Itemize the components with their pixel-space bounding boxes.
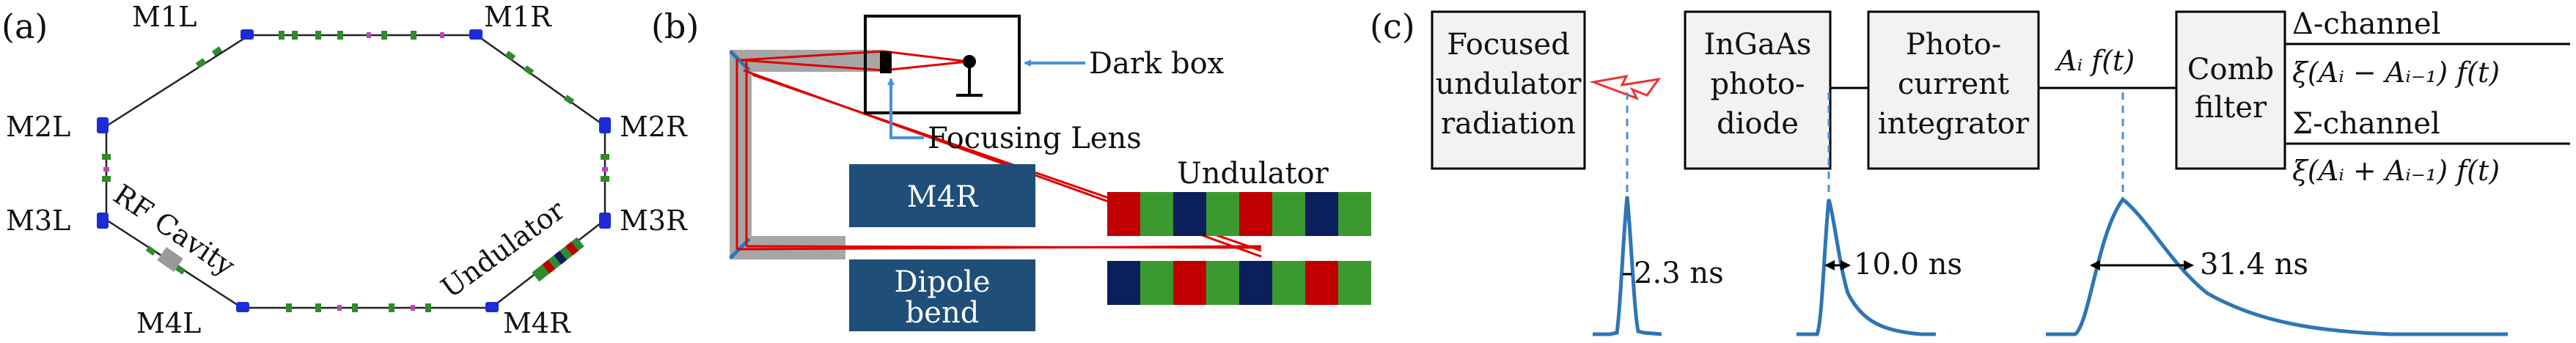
undulator-top-row (1107, 192, 1371, 236)
undulator-magnet-block (1107, 192, 1140, 236)
pulse-2-trace (1797, 199, 1936, 336)
dipole-block (849, 259, 1035, 331)
undulator-label: Undulator (1177, 157, 1329, 191)
mirror-path-vertical (730, 50, 752, 259)
dipole-label-1: Dipole (894, 265, 990, 299)
magnet-m4l-label: M4L (136, 307, 201, 339)
m4r-block (849, 164, 1035, 227)
undulator-magnet-block (1173, 192, 1206, 236)
magnet-m1l-label: M1L (132, 1, 197, 33)
magnet-m1r-label: M1R (484, 1, 552, 33)
sigma-formula: ξ(Aᵢ + Aᵢ₋₁) f(t) (2292, 155, 2500, 187)
ring-magnets (97, 29, 611, 312)
pulse-1-trace (1593, 196, 1662, 336)
box-ingaas-photodiode (1684, 10, 1832, 170)
undulator-magnet-block (1338, 261, 1371, 305)
box2-line3: diode (1717, 107, 1799, 141)
delta-channel-label: Δ-channel (2292, 7, 2440, 41)
magnet-m3l-label: M3L (6, 204, 70, 237)
pulse-2-width: 10.0 ns (1854, 248, 1962, 281)
undulator-bottom-row (1107, 261, 1371, 305)
pulse-1-width: 2.3 ns (1634, 257, 1724, 290)
rf-cavity-block (157, 246, 183, 273)
box3-line3: integrator (1878, 107, 2030, 141)
undulator-magnet-block (1173, 261, 1206, 305)
undulator-magnet-block (1239, 261, 1272, 305)
panel-b-tag: (b) (651, 7, 699, 46)
magnet-m4r-label: M4R (503, 307, 571, 339)
undulator-magnet-block (1206, 261, 1239, 305)
ring-sextupoles (103, 32, 608, 311)
pulse-3-width: 31.4 ns (2200, 248, 2308, 281)
dark-box-label: Dark box (1089, 47, 1225, 81)
box-comb-filter (2175, 10, 2286, 170)
pulse-3-trace (2046, 196, 2508, 336)
focusing-lens-label: Focusing Lens (928, 122, 1142, 155)
box1-line1: Focused (1447, 28, 1570, 62)
box-photocurrent-integrator (1867, 10, 2040, 170)
panel-a: (a) (1, 1, 688, 339)
box1-line2: undulator (1436, 67, 1582, 101)
dipole-label-2: bend (906, 296, 980, 330)
panel-b: (b) Dark box Focusing Lens M4R (651, 7, 1371, 331)
box2-line2: photo- (1710, 67, 1805, 101)
box2-line1: InGaAs (1704, 28, 1812, 62)
focusing-lens (880, 51, 892, 73)
undulator-magnet-block (1272, 192, 1305, 236)
undulator-magnet-block (1305, 261, 1338, 305)
panel-a-tag: (a) (1, 7, 48, 46)
box4-line2: filter (2195, 91, 2267, 125)
signal-label: Aᵢ f(t) (2055, 45, 2135, 77)
undulator-magnet-block (1107, 261, 1140, 305)
ring-undulator-label: Undulator (435, 193, 570, 305)
magnet-m2r-label: M2R (620, 111, 688, 143)
undulator-magnet-block (1140, 261, 1173, 305)
box1-line3: radiation (1441, 107, 1576, 141)
undulator-magnet-block (1305, 192, 1338, 236)
box3-line1: Photo- (1906, 28, 2001, 62)
box3-line2: current (1898, 67, 2009, 101)
lightning-arrow-icon (1589, 75, 1662, 100)
magnet-m2l-label: M2L (6, 111, 70, 143)
ring-quadrupoles (102, 31, 609, 312)
m4r-block-label: M4R (907, 180, 979, 214)
box-focused-radiation (1431, 10, 1586, 170)
sigma-channel-label: Σ-channel (2292, 107, 2440, 141)
undulator-magnet-block (1272, 261, 1305, 305)
panel-c-tag: (c) (1370, 7, 1415, 46)
panel-c: (c) Focused undulator radiation InGaAs p… (1370, 7, 2570, 336)
undulator-magnet-block (1239, 192, 1272, 236)
undulator-magnet-block (1140, 192, 1173, 236)
delta-formula: ξ(Aᵢ − Aᵢ₋₁) f(t) (2292, 56, 2500, 89)
undulator-magnet-block (1206, 192, 1239, 236)
box4-line1: Comb (2187, 53, 2274, 86)
magnet-m3r-label: M3R (620, 204, 688, 237)
dark-box (864, 15, 1021, 114)
undulator-magnet-block (1338, 192, 1371, 236)
